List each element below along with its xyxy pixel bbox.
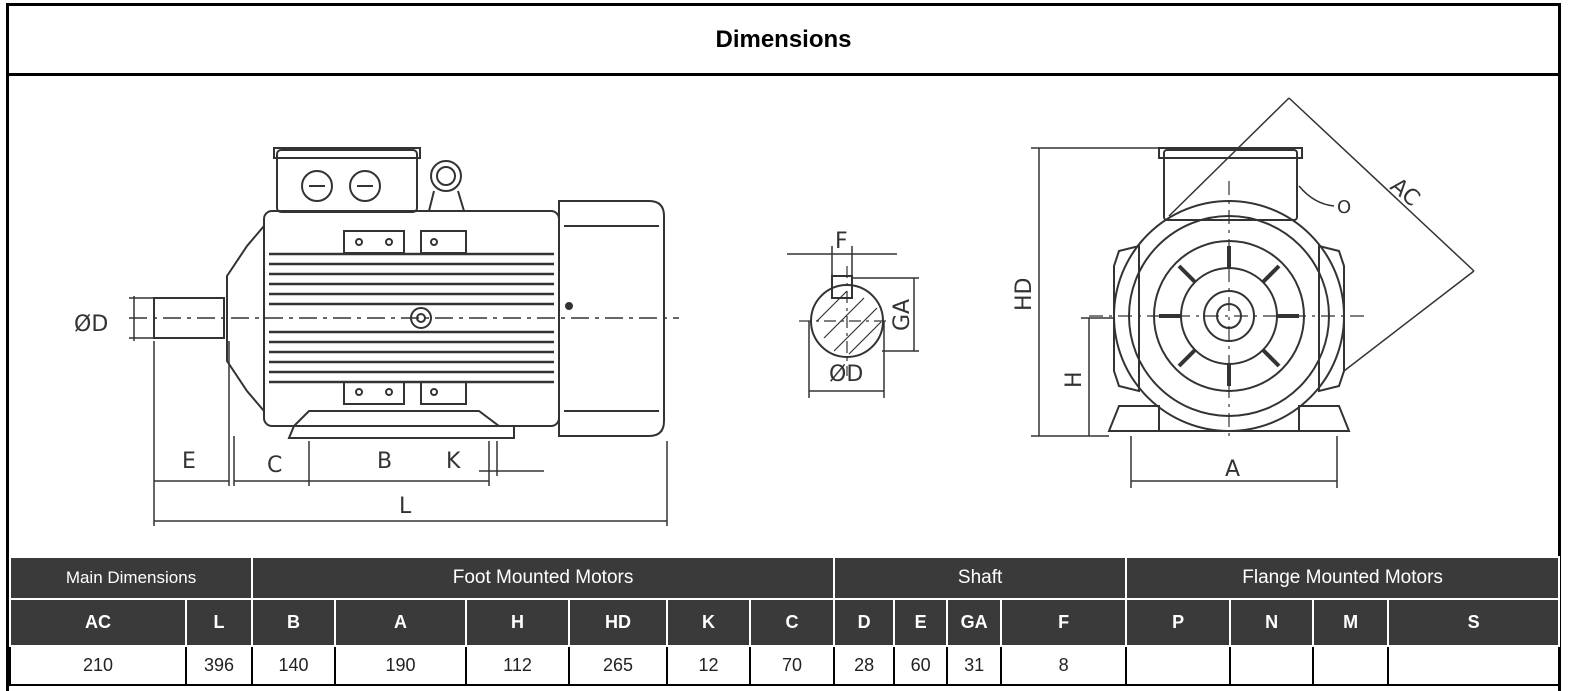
group-header-row: Main Dimensions Foot Mounted Motors Shaf… [8,556,1561,600]
group-shaft: Shaft [833,556,1128,600]
dimensions-sheet: Dimensions [6,3,1561,691]
value-s [1387,645,1561,686]
header-h: H [465,598,571,647]
motor-drawing-svg: ØD E C B K L F ØD GA HD H A AC O [74,97,1475,526]
header-m: M [1312,598,1390,647]
side-label-l: L [399,494,412,519]
header-d: D [833,598,896,647]
column-header-row: AC L B A H HD K C D E GA F P N M S [9,598,1561,647]
group-main-dimensions: Main Dimensions [8,556,254,600]
value-d: 28 [833,645,896,686]
value-ga: 31 [946,645,1003,686]
header-b: B [251,598,337,647]
value-b: 140 [251,645,337,686]
header-p: P [1125,598,1232,647]
shaft-label-f: F [835,229,848,254]
header-c: C [749,598,836,647]
value-ac: 210 [9,645,187,686]
value-c: 70 [749,645,836,686]
shaft-section-view [787,246,919,398]
header-e: E [893,598,949,647]
header-l: L [184,598,254,647]
value-m [1312,645,1390,686]
value-e: 60 [893,645,949,686]
front-label-ac: AC [1385,173,1424,211]
header-ga: GA [946,598,1003,647]
values-row: 210 396 140 190 112 265 12 70 28 60 31 8 [9,645,1561,686]
value-n [1229,645,1315,686]
front-label-hd: HD [1012,278,1037,311]
technical-drawing: ØD E C B K L F ØD GA HD H A AC O [9,76,1558,556]
value-h: 112 [465,645,571,686]
header-n: N [1229,598,1315,647]
front-label-a: A [1225,457,1240,482]
side-label-e: E [182,449,196,474]
value-p [1125,645,1232,686]
group-flange-mounted: Flange Mounted Motors [1125,556,1561,600]
front-label-h: H [1062,371,1087,388]
value-a: 190 [334,645,468,686]
side-view [129,147,679,526]
value-hd: 265 [568,645,669,686]
front-view [1031,97,1475,488]
value-l: 396 [184,645,254,686]
value-f: 8 [1000,645,1128,686]
header-ac: AC [9,598,187,647]
side-label-c: C [267,453,282,478]
side-label-k: K [446,449,461,474]
value-k: 12 [666,645,752,686]
header-hd: HD [568,598,669,647]
group-foot-mounted: Foot Mounted Motors [251,556,836,600]
title-bar: Dimensions [9,6,1558,76]
shaft-label-ga: GA [890,299,915,331]
side-label-b: B [377,449,392,474]
header-k: K [666,598,752,647]
dimensions-table: Main Dimensions Foot Mounted Motors Shaf… [8,556,1561,686]
page-title: Dimensions [715,25,852,53]
header-a: A [334,598,468,647]
shaft-label-phi-d: ØD [829,362,863,387]
header-s: S [1387,598,1561,647]
side-label-phi-d: ØD [74,312,108,337]
front-label-o: O [1337,197,1351,218]
header-f: F [1000,598,1128,647]
